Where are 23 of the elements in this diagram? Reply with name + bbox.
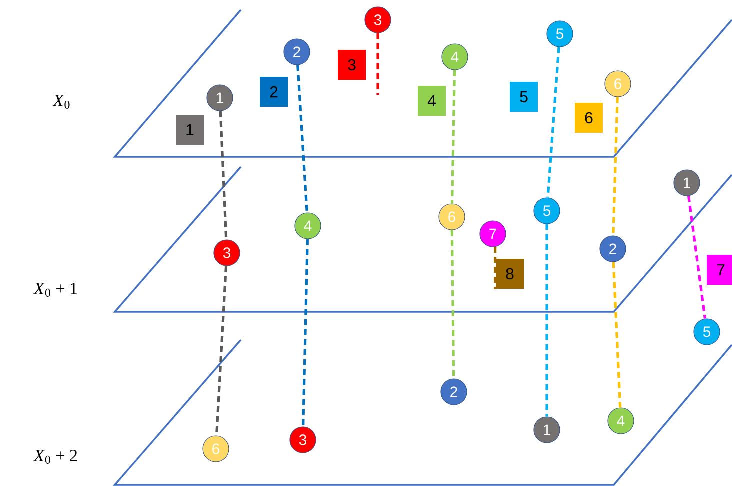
numbered-square: 4 <box>418 86 446 116</box>
dashed-line <box>302 239 309 427</box>
dashed-line <box>450 230 456 379</box>
dashed-line <box>612 262 622 408</box>
dashed-line <box>450 70 456 204</box>
dashed-line <box>546 224 548 417</box>
dashed-line <box>376 33 380 95</box>
numbered-square: 8 <box>496 259 524 289</box>
dashed-line <box>296 65 308 213</box>
numbered-square: 3 <box>338 50 366 80</box>
dashed-line <box>219 111 228 240</box>
node-label: 8 <box>506 268 514 280</box>
dashed-line <box>546 47 560 198</box>
numbered-square: 5 <box>510 82 538 112</box>
dashed-line <box>687 196 707 319</box>
dashed-line <box>494 247 497 290</box>
level-label: X$_{0}$ + 2 <box>33 450 78 464</box>
level-label: X$_{0}$ <box>52 95 70 109</box>
dashed-line <box>612 97 619 236</box>
numbered-square: 6 <box>575 103 603 133</box>
numbered-square: 2 <box>260 77 288 107</box>
numbered-square: 1 <box>176 115 204 145</box>
level-label: X$_{0}$ + 1 <box>33 283 77 297</box>
